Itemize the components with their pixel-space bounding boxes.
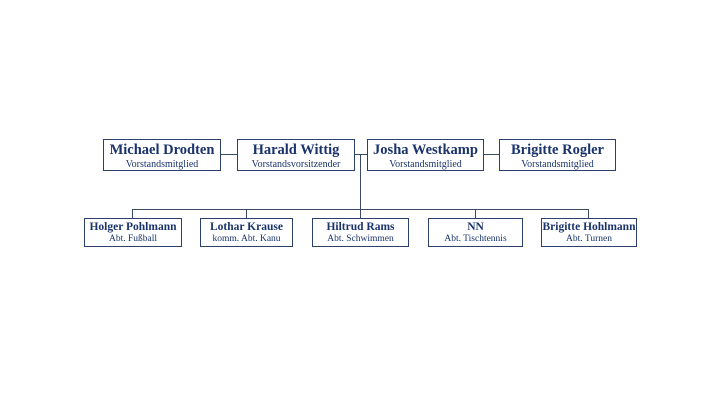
- person-role: Vorstandsmitglied: [125, 159, 199, 170]
- person-name: Lothar Krause: [210, 221, 283, 233]
- person-name: NN: [467, 221, 484, 233]
- connector-trunk: [360, 154, 361, 218]
- person-name: Brigitte Rogler: [510, 142, 604, 158]
- person-role: komm. Abt. Kanu: [212, 234, 281, 244]
- org-node-brigitte-rogler: Brigitte Rogler Vorstandsmitglied: [499, 139, 616, 171]
- connector-departments-row: [132, 209, 589, 210]
- org-node-michael-drodten: Michael Drodten Vorstandsmitglied: [103, 139, 221, 171]
- connector-stub-tischtennis: [475, 209, 476, 218]
- org-node-holger-pohlmann: Holger Pohlmann Abt. Fußball: [84, 218, 182, 247]
- person-name: Holger Pohlmann: [89, 221, 177, 233]
- person-name: Harald Wittig: [252, 142, 340, 158]
- person-role: Abt. Fußball: [108, 234, 158, 244]
- person-name: Josha Westkamp: [373, 142, 478, 158]
- person-role: Vorstandsmitglied: [521, 159, 594, 170]
- org-node-harald-wittig: Harald Wittig Vorstandsvorsitzender: [237, 139, 355, 171]
- connector-stub-turnen: [588, 209, 589, 218]
- org-node-lothar-krause: Lothar Krause komm. Abt. Kanu: [200, 218, 293, 247]
- person-role: Vorstandsvorsitzender: [251, 159, 341, 170]
- connector-stub-kanu: [246, 209, 247, 218]
- person-role: Vorstandsmitglied: [389, 159, 462, 170]
- person-role: Abt. Schwimmen: [327, 234, 394, 244]
- connector-stub-fussball: [132, 209, 133, 218]
- org-node-hiltrud-rams: Hiltrud Rams Abt. Schwimmen: [312, 218, 409, 247]
- person-name: Michael Drodten: [109, 142, 215, 158]
- org-node-nn: NN Abt. Tischtennis: [428, 218, 523, 247]
- person-role: Abt. Turnen: [566, 234, 612, 244]
- person-name: Hiltrud Rams: [326, 221, 395, 233]
- org-node-brigitte-hohlmann: Brigitte Hohlmann Abt. Turnen: [541, 218, 637, 247]
- org-node-josha-westkamp: Josha Westkamp Vorstandsmitglied: [367, 139, 484, 171]
- person-name: Brigitte Hohlmann: [542, 221, 636, 233]
- person-role: Abt. Tischtennis: [444, 234, 507, 244]
